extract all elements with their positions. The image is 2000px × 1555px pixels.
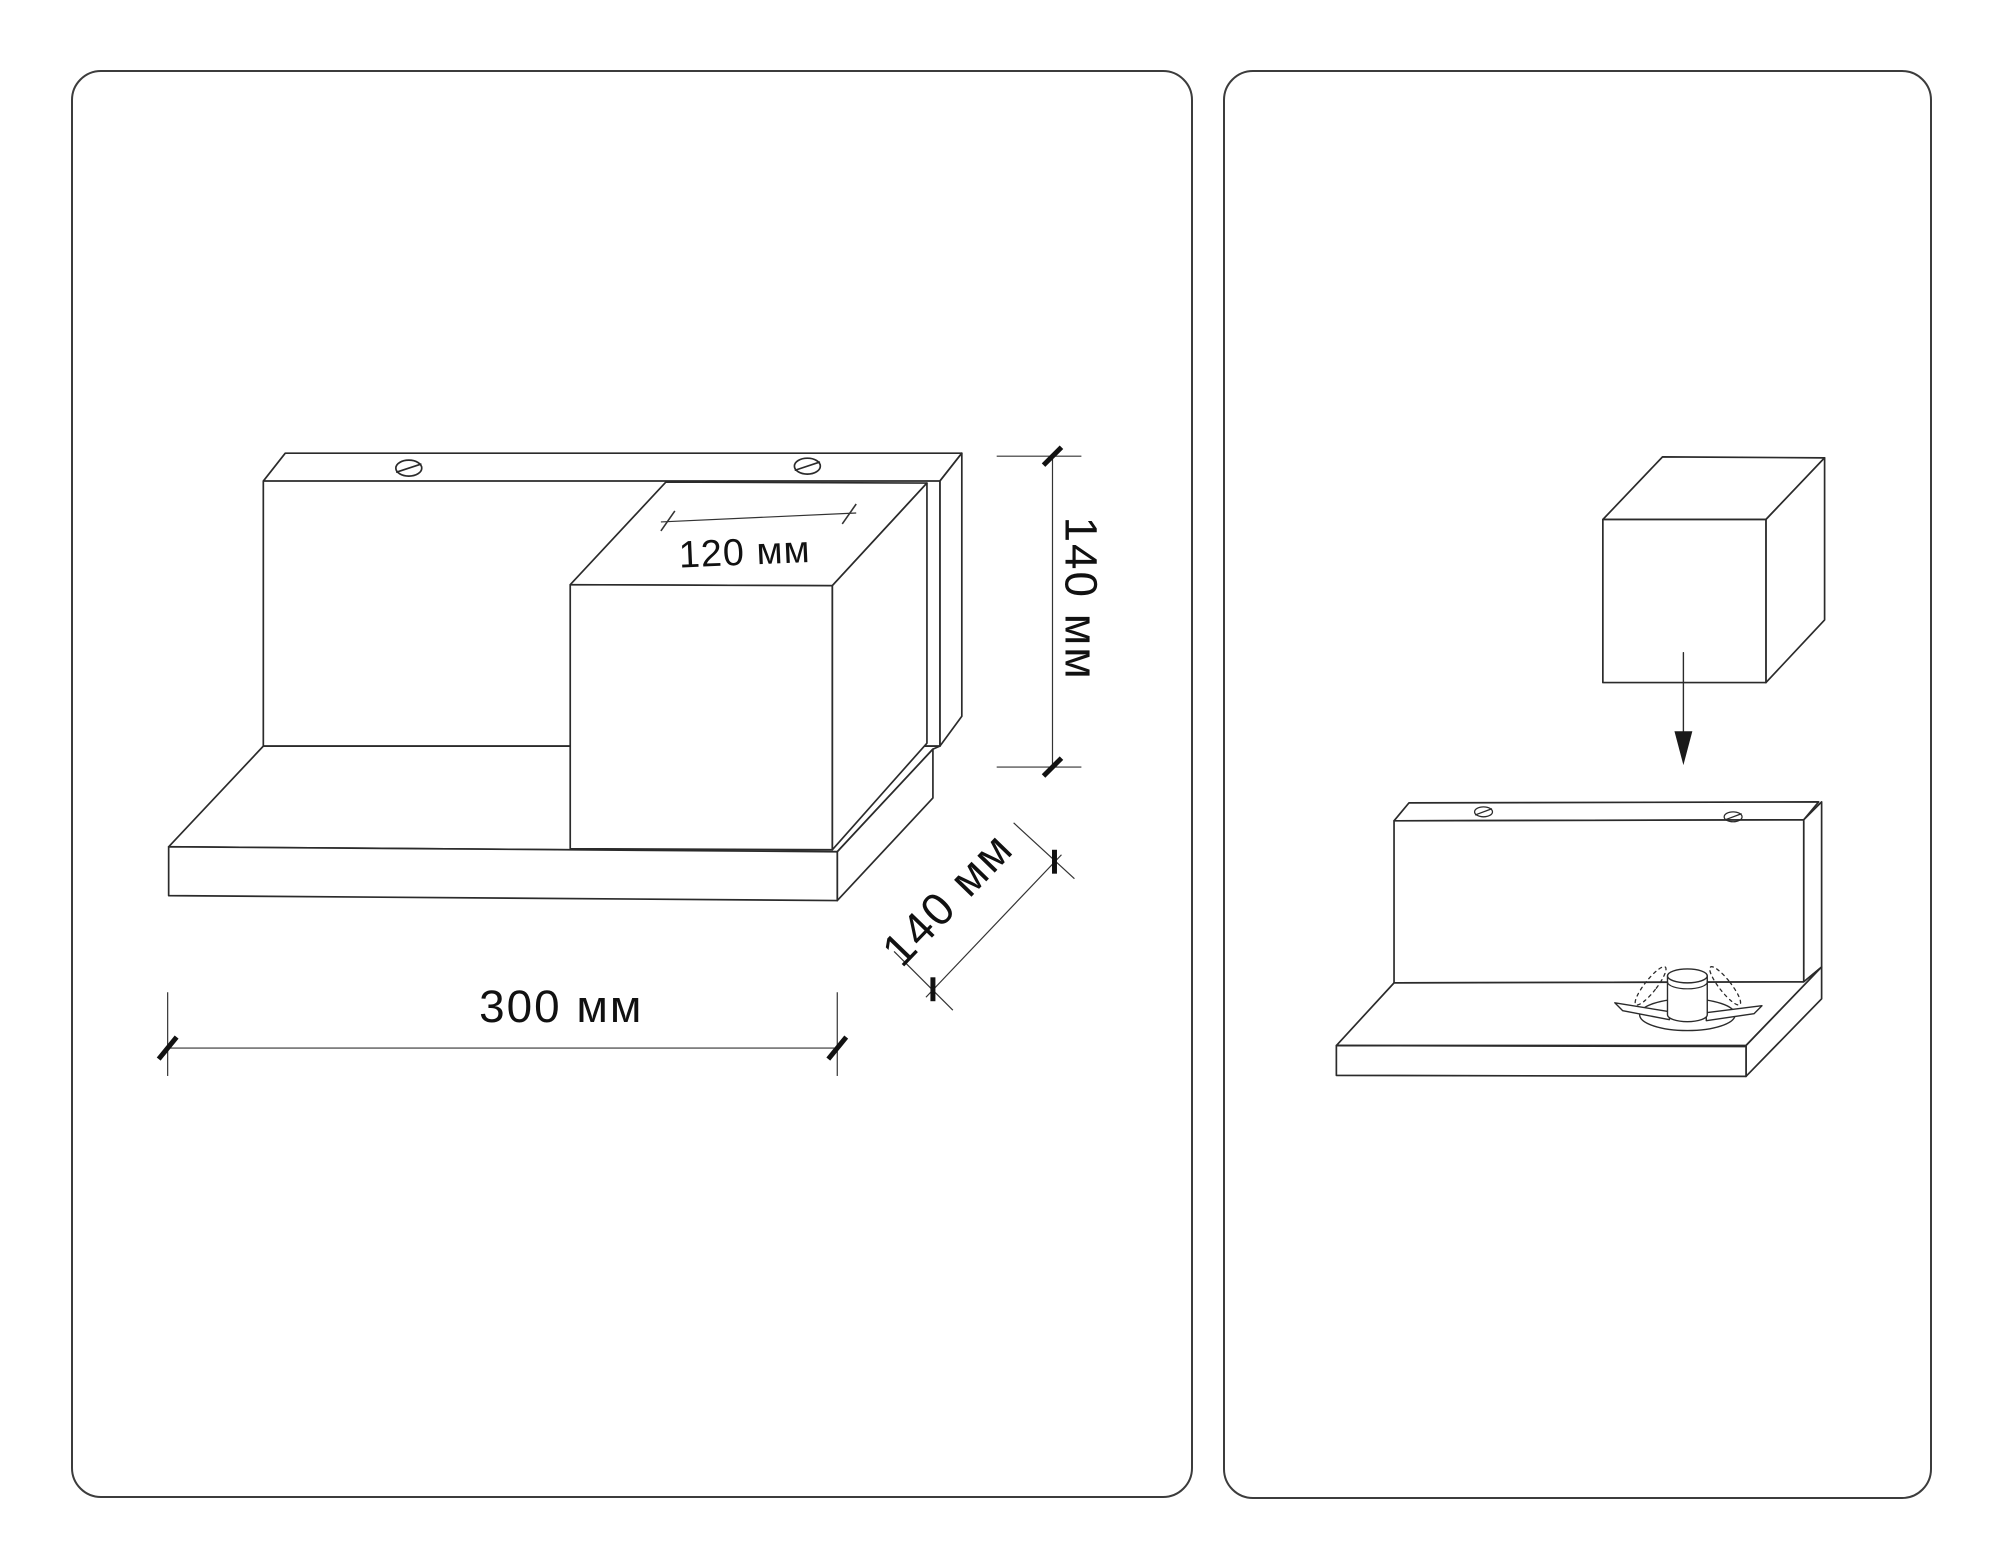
screw-icon: [394, 459, 423, 477]
shelf-front-face: [1335, 1044, 1747, 1078]
screw-icon: [793, 457, 822, 475]
back-panel-top-face: [1393, 801, 1820, 822]
fastener-wings: [1614, 1002, 1763, 1022]
dimensions-panel: 120 мм 140 мм 140 мм: [71, 70, 1193, 1498]
dimension-140mm-height: 140 мм: [996, 445, 1106, 778]
depth-label: 140 мм: [872, 822, 1023, 976]
cube-front-face: [1602, 518, 1767, 684]
back-panel-side-face: [1802, 801, 1823, 983]
down-arrow-icon: [1674, 652, 1693, 766]
back-panel-front-face: [1393, 818, 1805, 984]
height-label: 140 мм: [1055, 517, 1106, 681]
box-width-label: 120 мм: [678, 529, 811, 577]
back-panel-side-face: [939, 452, 963, 747]
mount-fastener: [1614, 966, 1763, 1032]
shelf-back-panel: [1393, 801, 1823, 984]
dimension-300mm: 300 мм: [156, 981, 849, 1076]
shelf-board: [1335, 966, 1823, 1078]
assembly-panel: [1223, 70, 1932, 1499]
assembly-drawing-svg: [1335, 456, 1826, 1078]
back-panel-top-face: [262, 452, 963, 482]
lamp-box-front-face: [569, 583, 834, 851]
dimension-120mm: 120 мм: [660, 503, 857, 577]
width-label: 300 мм: [479, 981, 643, 1032]
screw-icon: [1473, 806, 1494, 818]
fastener-spring-prongs: [1634, 966, 1742, 1006]
dimension-140mm-depth: 140 мм: [872, 822, 1075, 1011]
cube: [1602, 456, 1826, 684]
lamp-box: [569, 481, 928, 851]
screw-icon: [1723, 811, 1743, 823]
fastener-cylinder: [1666, 968, 1708, 1023]
dimension-drawing-svg: 120 мм 140 мм 140 мм: [156, 445, 1106, 1076]
shelf-front-face: [167, 845, 839, 902]
